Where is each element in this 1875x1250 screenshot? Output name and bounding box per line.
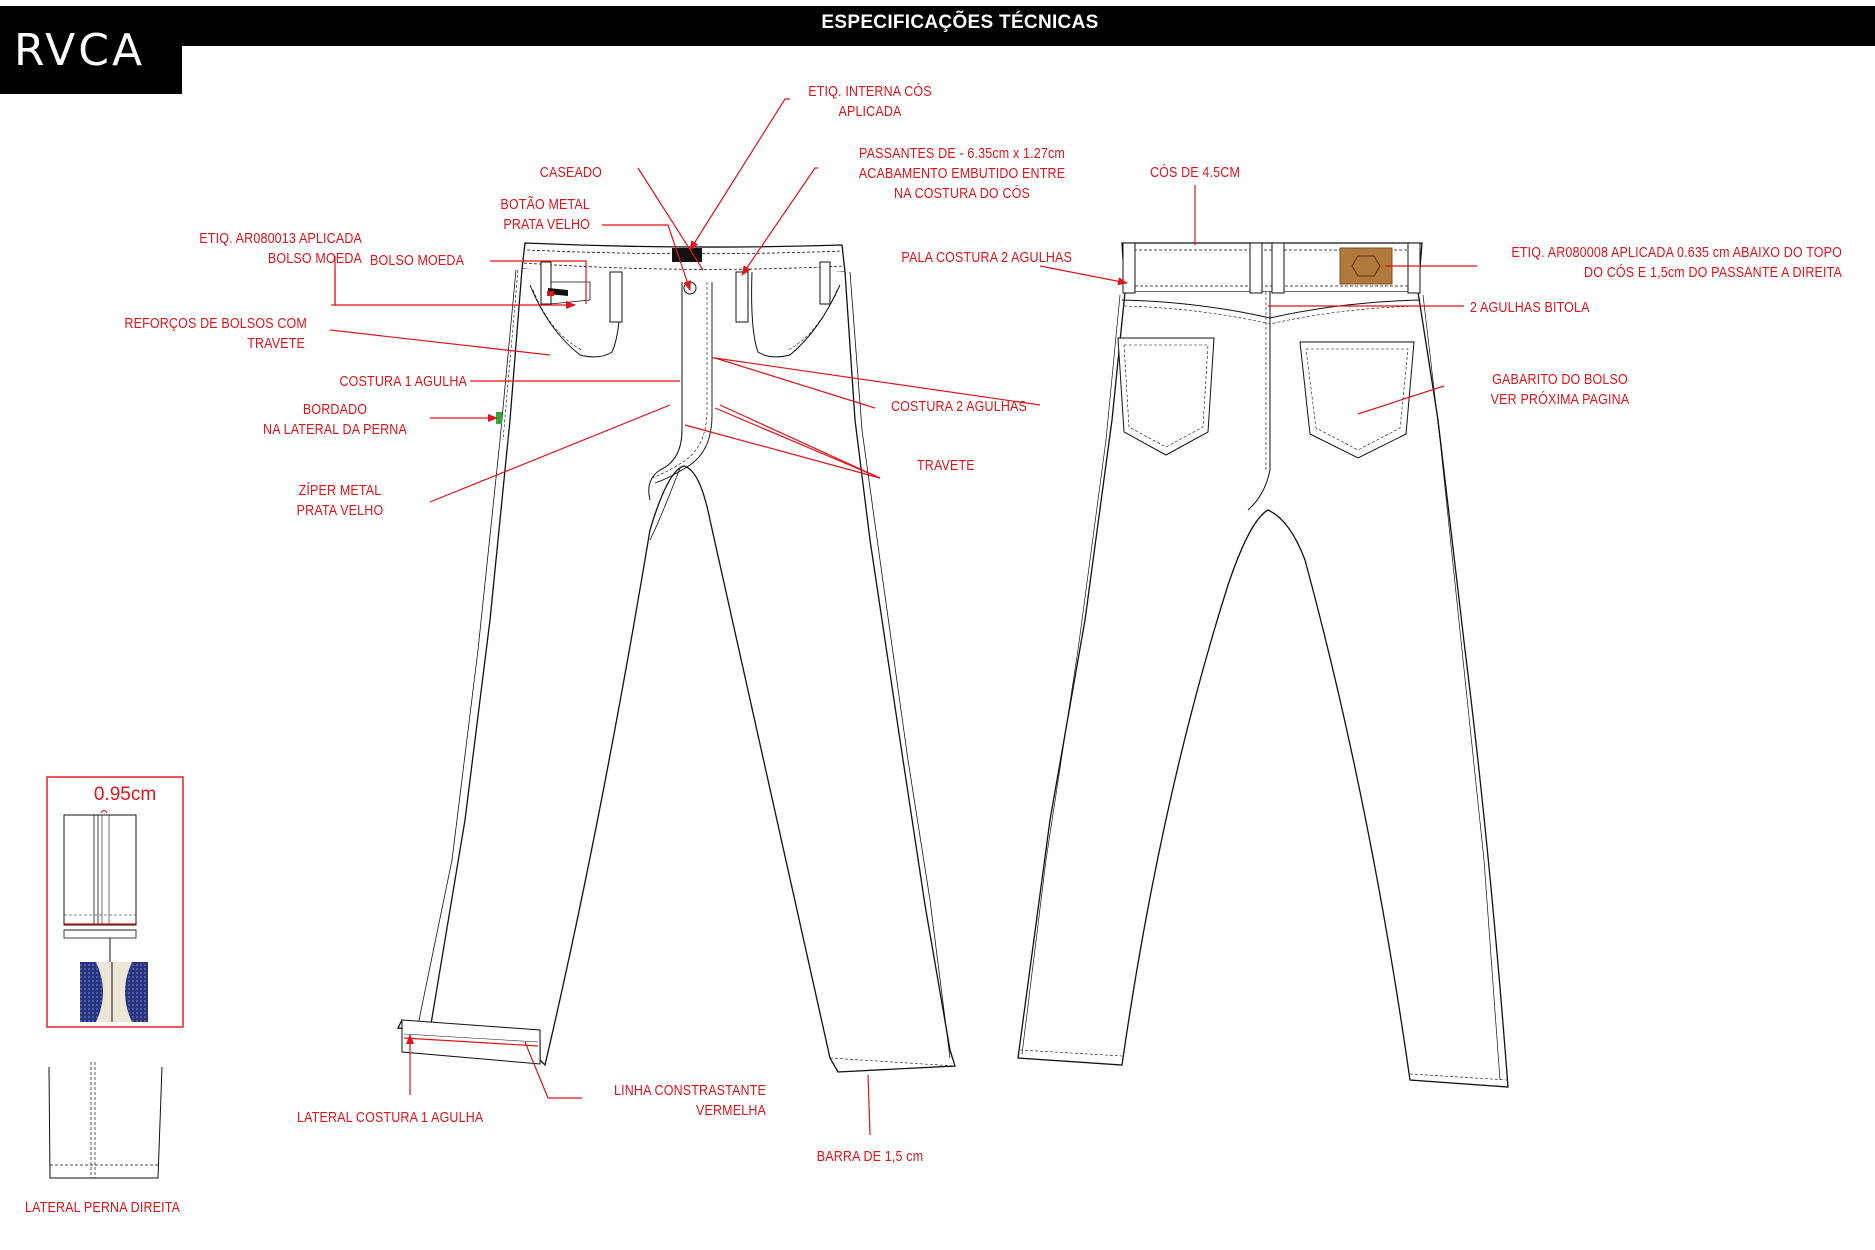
callout-costura-2-agulhas: COSTURA 2 AGULHAS	[891, 399, 1027, 415]
leg-side-view	[48, 1062, 163, 1179]
callout-agulhas-bitola: 2 AGULHAS BITOLA	[1470, 300, 1590, 316]
front-pocket-right	[751, 271, 841, 358]
callout-bolso-moeda: BOLSO MOEDA	[370, 253, 465, 269]
callout-gabarito: GABARITO DO BOLSO VER PRÓXIMA PAGINA	[1490, 372, 1630, 408]
callout-bordado: BORDADO NA LATERAL DA PERNA	[263, 402, 407, 438]
callout-lateral-perna: LATERAL PERNA DIREITA	[25, 1200, 181, 1216]
back-view	[1017, 242, 1509, 1088]
logo-block: RVCA	[0, 6, 182, 94]
callout-linha-contrastante: LINHA CONSTRASTANTE VERMELHA	[613, 1083, 766, 1119]
front-belt-loop-2	[735, 271, 749, 323]
back-belt-loop-2	[1249, 242, 1263, 294]
callout-lateral-costura: LATERAL COSTURA 1 AGULHA	[297, 1110, 484, 1126]
front-outline	[396, 268, 956, 1073]
callout-etiq-ar080008: ETIQ. AR080008 APLICADA 0.635 cm ABAIXO …	[1511, 245, 1842, 281]
back-outline	[1017, 291, 1509, 1088]
callout-botao: BOTÃO METAL PRATA VELHO	[500, 197, 590, 233]
front-button	[683, 281, 697, 295]
fly-outline	[648, 282, 683, 501]
back-pocket-left	[1117, 337, 1215, 456]
callout-barra: BARRA DE 1,5 cm	[816, 1149, 924, 1165]
callout-pala: PALA COSTURA 2 AGULHAS	[901, 250, 1072, 266]
callout-travete: TRAVETE	[917, 458, 975, 474]
selvedge-width-label: 0.95cm	[93, 784, 157, 805]
back-belt-loop-3	[1271, 242, 1285, 294]
front-view	[396, 242, 956, 1073]
callout-costura-1-agulha: COSTURA 1 AGULHA	[339, 374, 467, 390]
back-belt-loop-1	[1122, 242, 1136, 294]
brand-logo: RVCA	[14, 25, 146, 76]
side-embroidery	[496, 412, 502, 424]
back-belt-loop-4	[1407, 242, 1421, 294]
callout-ziper: ZÍPER METAL PRATA VELHO	[296, 483, 384, 519]
callout-etiq-bolso-moeda: ETIQ. AR080013 APLICADA BOLSO MOEDA	[199, 231, 362, 267]
front-belt-loop-1	[609, 271, 623, 323]
callout-reforcos: REFORÇOS DE BOLSOS COM TRAVETE	[124, 316, 307, 352]
callout-cos: CÓS DE 4.5CM	[1149, 165, 1241, 181]
page-title: ESPECIFICAÇÕES TÉCNICAS	[821, 12, 1099, 33]
callout-caseado: CASEADO	[539, 165, 602, 181]
header-bar	[0, 6, 1875, 46]
callout-passantes: PASSANTES DE - 6.35cm x 1.27cm ACABAMENT…	[858, 146, 1066, 202]
callout-etiq-interna: ETIQ. INTERNA CÓS APLICADA	[808, 84, 932, 120]
leader-lines	[329, 98, 1477, 1136]
leather-patch	[1339, 247, 1393, 285]
selvedge-detail	[46, 776, 184, 1028]
back-pocket-right	[1299, 341, 1415, 459]
